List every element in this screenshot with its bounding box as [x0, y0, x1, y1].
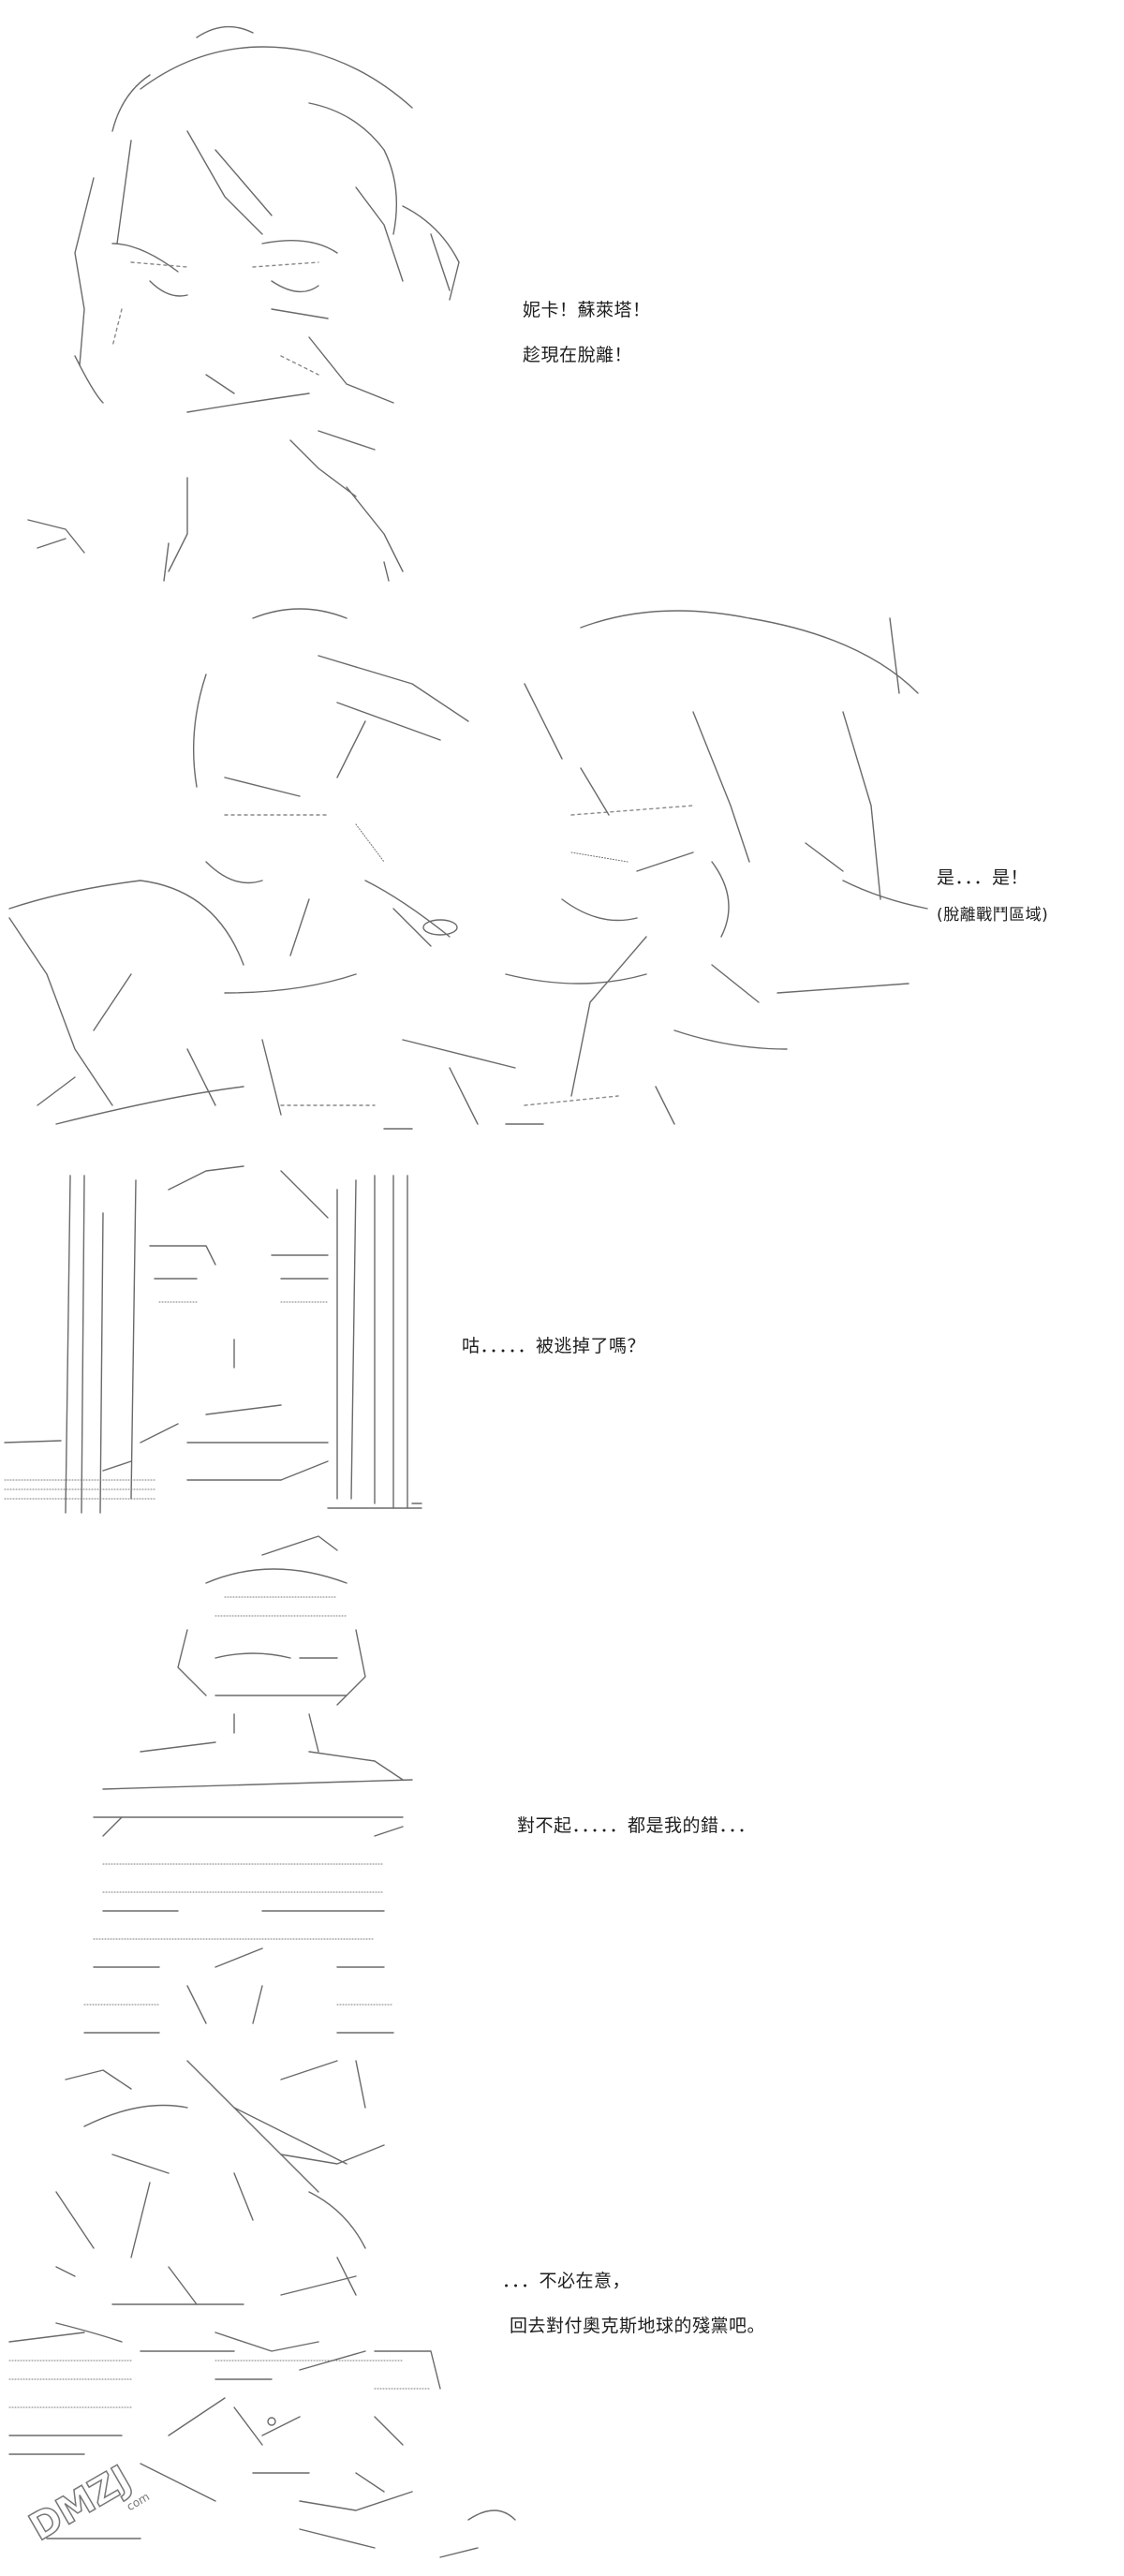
- dialogue-line-8: 回去對付奧克斯地球的殘黨吧。: [510, 2316, 766, 2336]
- ascii-art-hidden-face: [4, 1165, 422, 1514]
- site-watermark-logo: DMZJ com: [22, 2457, 152, 2551]
- dialogue-line-7: ．．．不必在意，: [502, 2271, 631, 2291]
- ascii-art-character-portrait-1: [27, 25, 460, 582]
- panel-5: ．．．不必在意， 回去對付奧克斯地球的殘黨吧。: [0, 2051, 1124, 2576]
- dialogue-line-4: (脫離戰鬥區域): [937, 906, 1049, 925]
- dialogue-line-1: 妮卡！蘇萊塔！: [523, 300, 651, 320]
- panel-2: 是．．．是！ (脫離戰鬥區域): [0, 600, 1124, 1162]
- ascii-art-kneeling-figure: [83, 1535, 413, 2034]
- panel-3: 咕．．．．．被逃掉了嗎？: [0, 1162, 1124, 1527]
- panel-1: 妮卡！蘇萊塔！ 趁現在脫離！: [0, 0, 1124, 600]
- ascii-art-armored-figure: [8, 2060, 516, 2558]
- dialogue-line-3: 是．．．是！: [937, 867, 1029, 888]
- watermark-text: DMZJ: [22, 2458, 139, 2550]
- dialogue-line-6: 對不起．．．．．都是我的錯．．．: [517, 1815, 757, 1836]
- dialogue-line-2: 趁現在脫離！: [523, 345, 633, 365]
- panel-4: 對不起．．．．．都是我的錯．．．: [0, 1527, 1124, 2051]
- dialogue-line-5: 咕．．．．．被逃掉了嗎？: [462, 1336, 646, 1356]
- ascii-art-embrace-scene: [8, 608, 928, 1130]
